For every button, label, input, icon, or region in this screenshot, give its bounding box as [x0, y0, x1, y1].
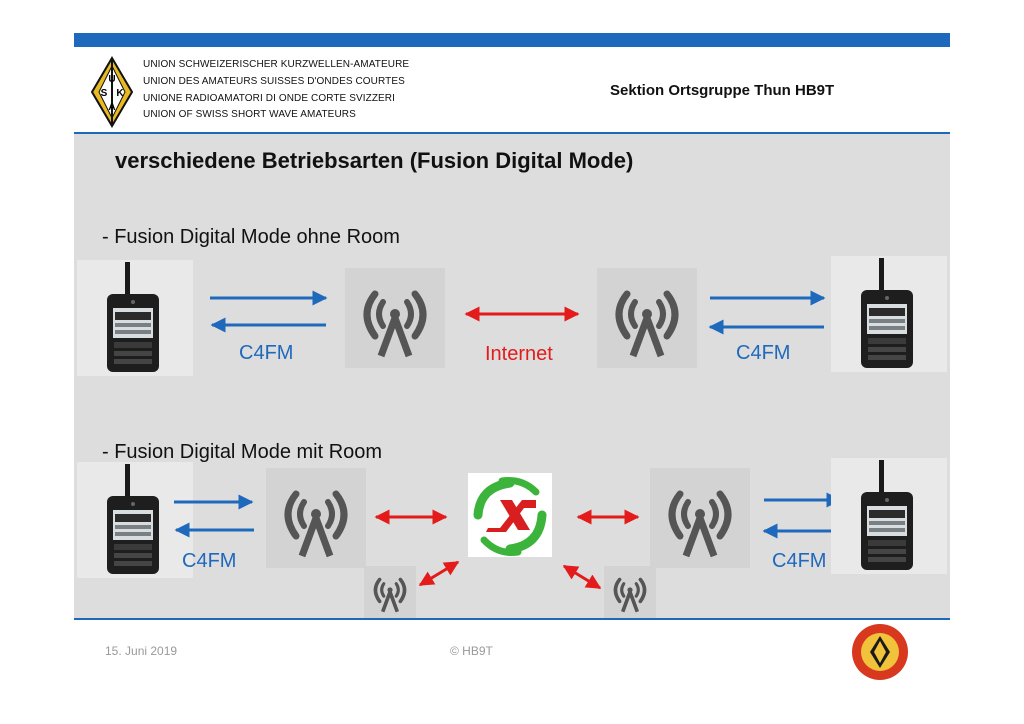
label-internet: Internet [485, 343, 553, 365]
logo-letter: K [116, 88, 124, 99]
union-line-fr: UNION DES AMATEURS SUISSES D'ONDES COURT… [143, 76, 405, 87]
label-c4fm: C4FM [736, 342, 791, 364]
header-bar [74, 33, 950, 47]
union-line-de: UNION SCHWEIZERISCHER KURZWELLEN-AMATEUR… [143, 59, 410, 70]
hotspot-left [362, 564, 418, 620]
hotspot-right [602, 564, 658, 620]
footer-copyright: © HB9T [450, 644, 493, 658]
repeater-right-row2 [650, 468, 750, 568]
repeater-left-row1 [345, 268, 445, 368]
union-line-it: UNIONE RADIOAMATORI DI ONDE CORTE SVIZZE… [143, 93, 396, 104]
radio-right-row2 [831, 458, 947, 574]
label-c4fm: C4FM [239, 342, 294, 364]
label-c4fm: C4FM [182, 550, 237, 572]
radio-right-row1 [831, 256, 947, 372]
logo-letter: U [108, 74, 115, 85]
hotspot-link-right [562, 564, 602, 590]
label-c4fm: C4FM [772, 550, 827, 572]
union-line-en: UNION OF SWISS SHORT WAVE AMATEURS [143, 109, 356, 120]
uska-logo: U S K A [90, 56, 134, 128]
wires-x-room-logo [468, 473, 552, 557]
section-title: Sektion Ortsgruppe Thun HB9T [610, 82, 835, 99]
footer-date: 15. Juni 2019 [105, 644, 178, 658]
row1-heading: - Fusion Digital Mode ohne Room [102, 226, 400, 248]
hotspot-link-left [418, 560, 460, 587]
slide-title: verschiedene Betriebsarten (Fusion Digit… [115, 148, 634, 173]
logo-letter: S [101, 88, 108, 99]
repeater-left-row2 [266, 468, 366, 568]
logo-letter: A [108, 102, 115, 113]
radio-left-row2 [77, 462, 193, 578]
repeater-right-row1 [597, 268, 697, 368]
hb9t-section-badge [852, 624, 908, 680]
radio-left-row1 [77, 260, 193, 376]
row2-heading: - Fusion Digital Mode mit Room [102, 441, 383, 463]
